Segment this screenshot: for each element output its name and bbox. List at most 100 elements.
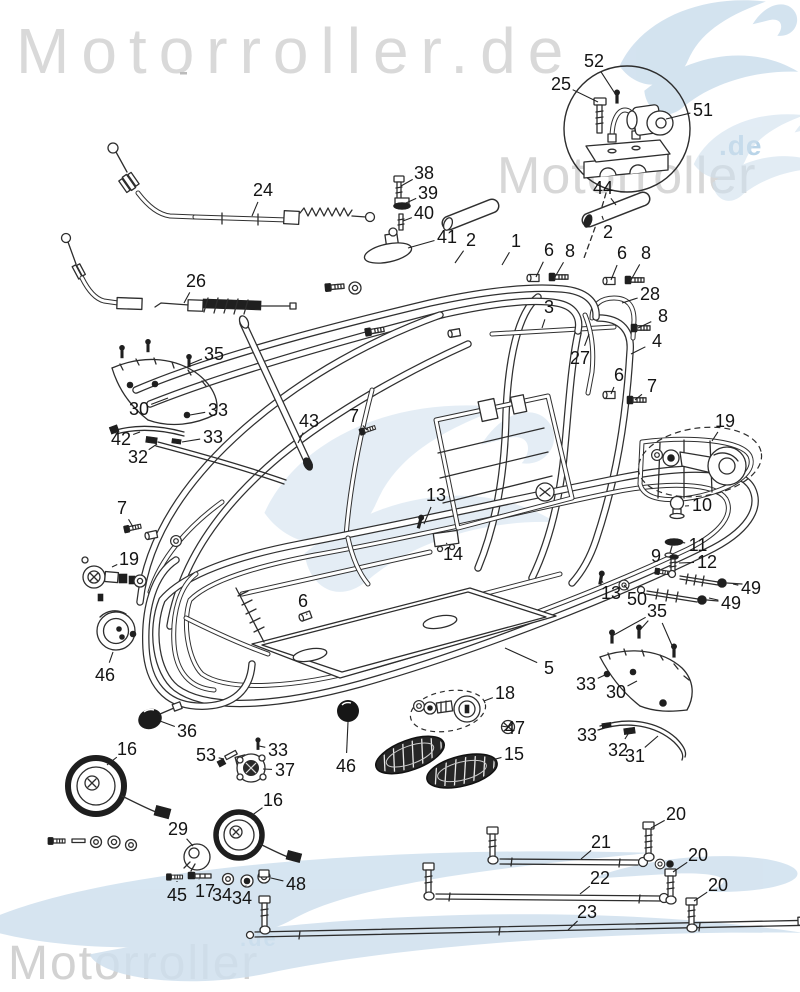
leader-line-32 (148, 443, 158, 451)
callout-28: 28 (640, 284, 660, 304)
leader-line-6 (535, 261, 544, 278)
leader-line-50 (623, 584, 629, 590)
callout-6: 6 (298, 591, 308, 611)
leader-line-6 (610, 386, 615, 395)
callout-47: 47 (505, 718, 525, 738)
callout-45: 45 (167, 885, 187, 905)
callout-6: 6 (617, 243, 627, 263)
leader-line-14 (445, 542, 448, 545)
leader-line-8 (637, 321, 652, 329)
leader-line-21 (580, 850, 592, 860)
leader-line-30 (627, 680, 638, 687)
callout-26: 26 (186, 271, 206, 291)
leader-line-7 (362, 425, 368, 431)
watermark-top: Motorroller.de (16, 15, 576, 87)
registration-mark (180, 72, 187, 75)
leader-line-48 (270, 877, 284, 882)
leader-line-7 (128, 518, 134, 528)
leader-line-31 (644, 735, 659, 748)
leader-line-46 (108, 651, 114, 663)
callout-40: 40 (414, 203, 434, 223)
callout-4: 4 (652, 331, 662, 351)
callout-30: 30 (129, 399, 149, 419)
leader-line-53 (218, 757, 225, 760)
callout-34: 34 (232, 888, 252, 908)
callout-19: 19 (119, 549, 139, 569)
callout-53: 53 (196, 745, 216, 765)
leader-line-30 (150, 397, 169, 405)
leader-line-22 (579, 885, 591, 895)
leader-line-35 (638, 620, 649, 632)
leader-line-47 (502, 725, 509, 728)
leader-line-49 (708, 597, 719, 601)
part-24-throttle-cable (107, 142, 376, 226)
callout-10: 10 (692, 495, 712, 515)
leader-line-16 (250, 807, 263, 817)
callout-8: 8 (658, 306, 668, 326)
leader-line-11 (678, 541, 686, 544)
part-15-grilles (373, 731, 498, 792)
small-fasteners-bottom-left (47, 835, 271, 888)
leader-line-33 (258, 745, 266, 748)
leader-line-35 (611, 616, 646, 637)
tie-rods-20-23 (245, 821, 800, 940)
callout-43: 43 (299, 411, 319, 431)
callout-12: 12 (697, 552, 717, 572)
leader-line-52 (600, 71, 617, 96)
part-43-side-tube (238, 315, 314, 471)
callout-49: 49 (741, 578, 761, 598)
callout-51: 51 (693, 100, 713, 120)
leader-line-2 (454, 250, 465, 264)
callout-20: 20 (688, 845, 708, 865)
leader-line-20 (650, 819, 665, 829)
callout-32: 32 (608, 740, 628, 760)
callout-52: 52 (584, 51, 604, 71)
leader-line-43 (297, 432, 304, 444)
leader-line-25 (572, 89, 599, 103)
leader-line-42 (133, 431, 141, 436)
leader-line-36 (159, 720, 176, 728)
leader-line-12 (678, 561, 695, 564)
callout-2: 2 (603, 222, 613, 242)
callout-32: 32 (128, 447, 148, 467)
callout-33: 33 (268, 740, 288, 760)
leader-line-8 (630, 264, 641, 281)
leader-line-15 (491, 756, 502, 761)
leader-line-19 (711, 431, 719, 442)
callout-33: 33 (203, 427, 223, 447)
leader-line-8 (554, 261, 564, 278)
callout-23: 23 (577, 902, 597, 922)
leader-line-39 (405, 197, 417, 204)
callout-42: 42 (111, 429, 131, 449)
callout-7: 7 (647, 376, 657, 396)
callout-7: 7 (117, 498, 127, 518)
callout-14: 14 (443, 544, 463, 564)
right-turn-signal-19 (637, 426, 763, 498)
callout-35: 35 (647, 601, 667, 621)
detail-inset-circle (563, 65, 691, 259)
leader-line-16 (106, 756, 118, 766)
leader-line-38 (400, 178, 413, 187)
callout-48: 48 (286, 874, 306, 894)
chassis-bed (142, 393, 759, 710)
callout-20: 20 (708, 875, 728, 895)
leader-line-35 (661, 622, 675, 651)
callout-39: 39 (418, 183, 438, 203)
callout-29: 29 (168, 819, 188, 839)
leader-line-1 (501, 251, 510, 266)
leader-line-33 (598, 725, 609, 731)
leader-line-24 (251, 201, 259, 217)
callout-13: 13 (426, 485, 446, 505)
callout-20: 20 (666, 804, 686, 824)
callout-37: 37 (275, 760, 295, 780)
part-26-cable (60, 232, 297, 315)
leader-line-27 (584, 333, 590, 347)
callout-19: 19 (715, 411, 735, 431)
callout-21: 21 (591, 832, 611, 852)
callout-17: 17 (195, 881, 215, 901)
leader-line-3 (541, 319, 546, 329)
leader-line-7 (634, 393, 643, 401)
